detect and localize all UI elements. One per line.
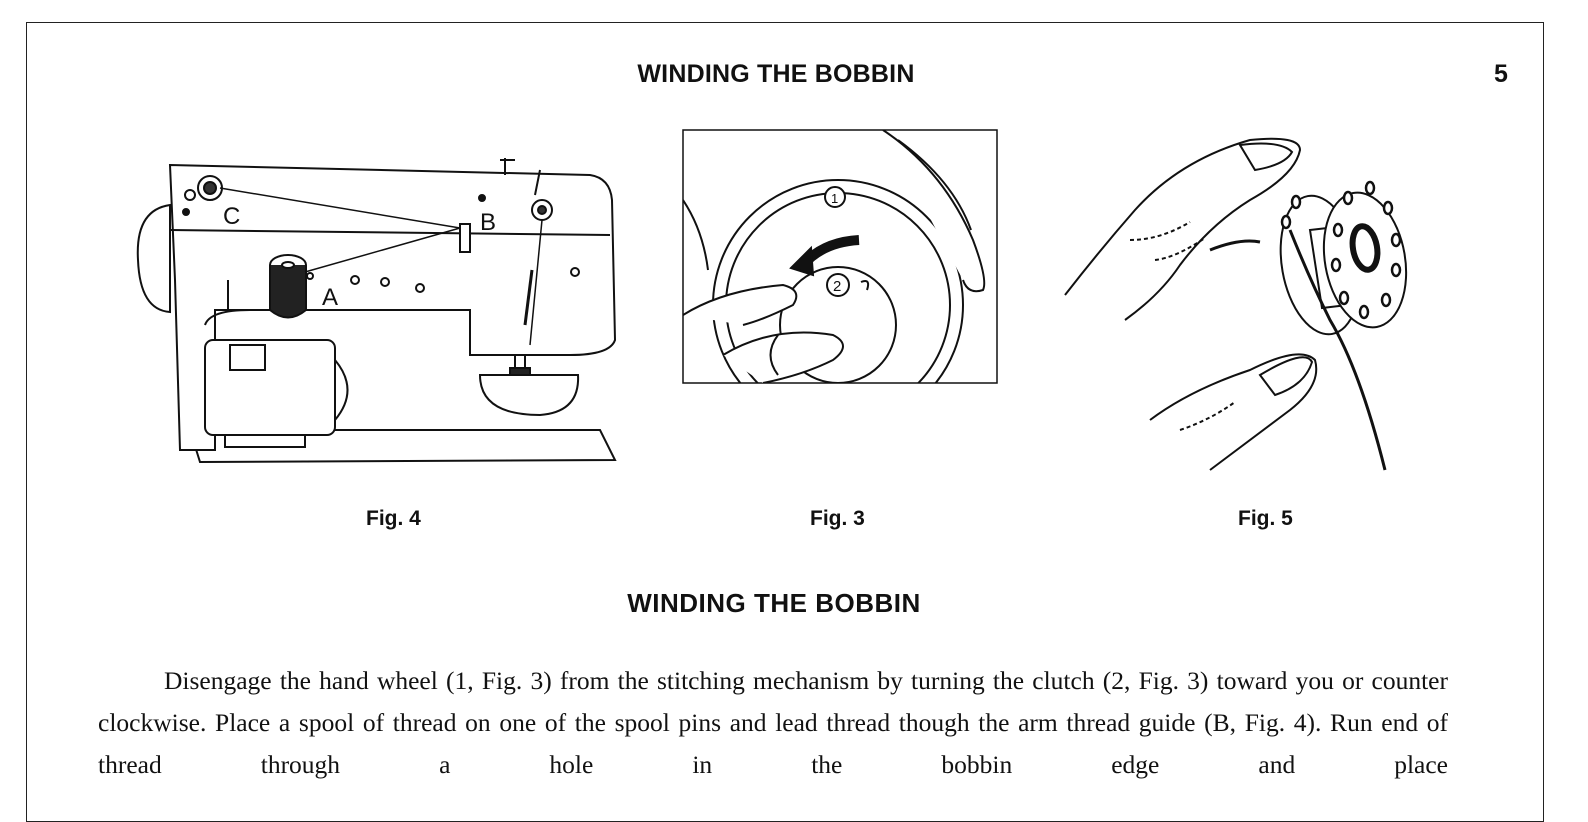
page-title: WINDING THE BOBBIN — [637, 60, 915, 88]
body-text: Disengage the hand wheel (1, Fig. 3) fro… — [98, 660, 1448, 786]
figure-5-caption: Fig. 5 — [1238, 507, 1293, 530]
label-1: 1 — [831, 191, 838, 206]
label-a: A — [322, 284, 338, 311]
figure-4-sewing-machine: C B A — [136, 158, 617, 464]
figure-5-bobbin — [1064, 137, 1408, 471]
instruction-paragraph: Disengage the hand wheel (1, Fig. 3) fro… — [98, 666, 1448, 779]
page-number: 5 — [1494, 60, 1508, 88]
figure-4-caption: Fig. 4 — [366, 507, 421, 530]
figure-3-hand-wheel: 1 2 — [682, 129, 998, 384]
label-2: 2 — [833, 278, 841, 295]
label-c: C — [223, 203, 240, 230]
figure-3-caption: Fig. 3 — [810, 507, 865, 530]
label-b: B — [480, 209, 496, 236]
section-heading: WINDING THE BOBBIN — [627, 588, 921, 618]
